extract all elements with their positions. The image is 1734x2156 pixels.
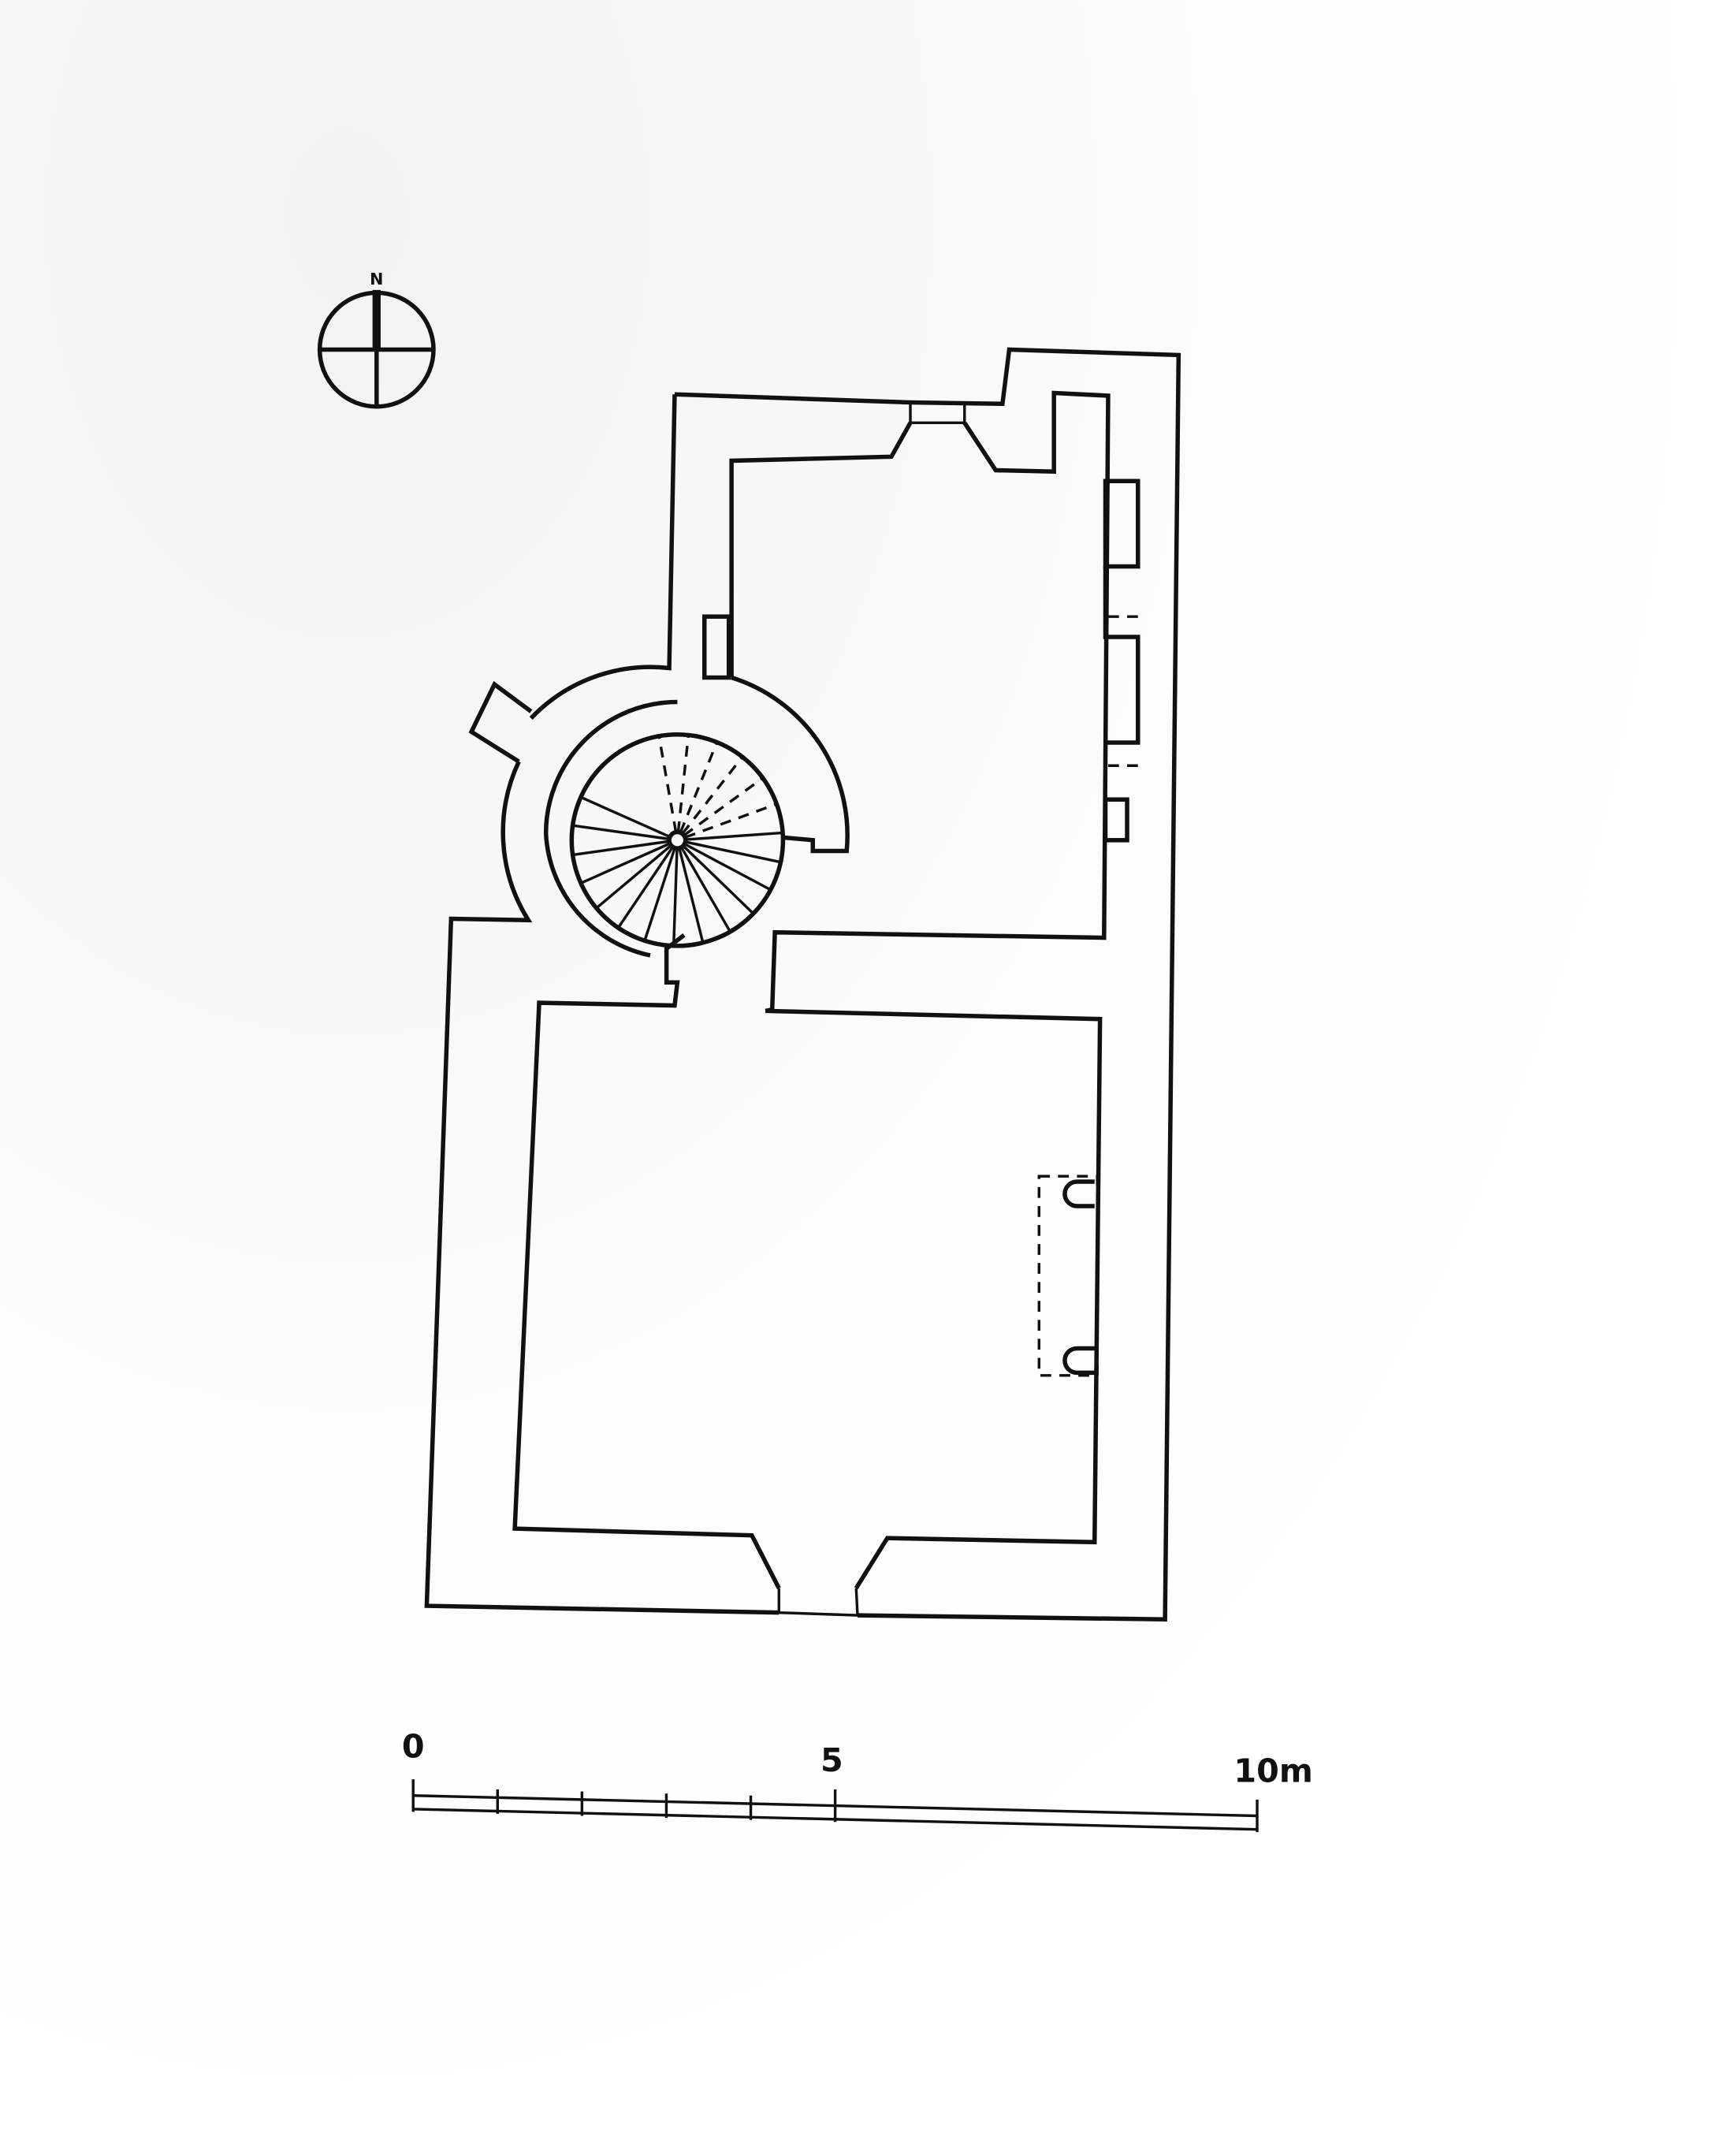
stair-tread [681,756,744,835]
outer-wall [424,347,1181,1622]
lower-room-wall [512,933,1103,1590]
north-window [909,402,966,425]
scale-label-10m: 10m [1234,1752,1312,1790]
stair-outline [569,732,786,948]
compass-north-label: N [370,270,383,289]
stair-tread [684,802,777,839]
stair-tread [676,735,690,832]
scale-label-0: 0 [402,1728,425,1766]
stair-tread [595,844,672,910]
stair-tread [572,824,670,841]
upper-room-wall [729,390,1111,1014]
stair-tread [679,741,719,833]
east-wall-recess [1103,797,1129,843]
stair-tread [643,847,676,941]
stair-tread [616,846,675,929]
upper-room-pier [702,614,731,680]
scale-label-5: 5 [820,1741,843,1779]
fireplace-jamb-bottom [1062,1346,1095,1376]
stair-tread [580,795,671,839]
stair-tread [678,847,705,944]
east-wall-niche [1103,478,1140,569]
stair-tread [685,831,783,841]
tower-buttress [468,680,533,764]
stair-tread [685,840,781,864]
stair-tower-wall [731,675,850,854]
stair-tread [683,776,764,837]
north-arrow-compass: N [317,270,436,409]
stair-newel [667,829,688,851]
east-wall-opening [1103,566,1140,745]
stair-tread [572,840,670,857]
stair-tread [682,844,755,915]
south-door [777,1588,859,1617]
scale-bar: 0 5 10m [402,1728,1313,1833]
stair-tread [683,843,772,892]
stair-tread [680,846,731,933]
stair-tread [580,842,671,884]
fireplace-jamb-top [1062,1179,1095,1208]
stair-passage-wall [543,699,678,958]
stair-tread [672,848,679,946]
stair-tread [657,735,678,832]
fireplace-outline [1037,1175,1099,1377]
spiral-staircase [569,732,786,948]
north-needle [372,289,381,350]
